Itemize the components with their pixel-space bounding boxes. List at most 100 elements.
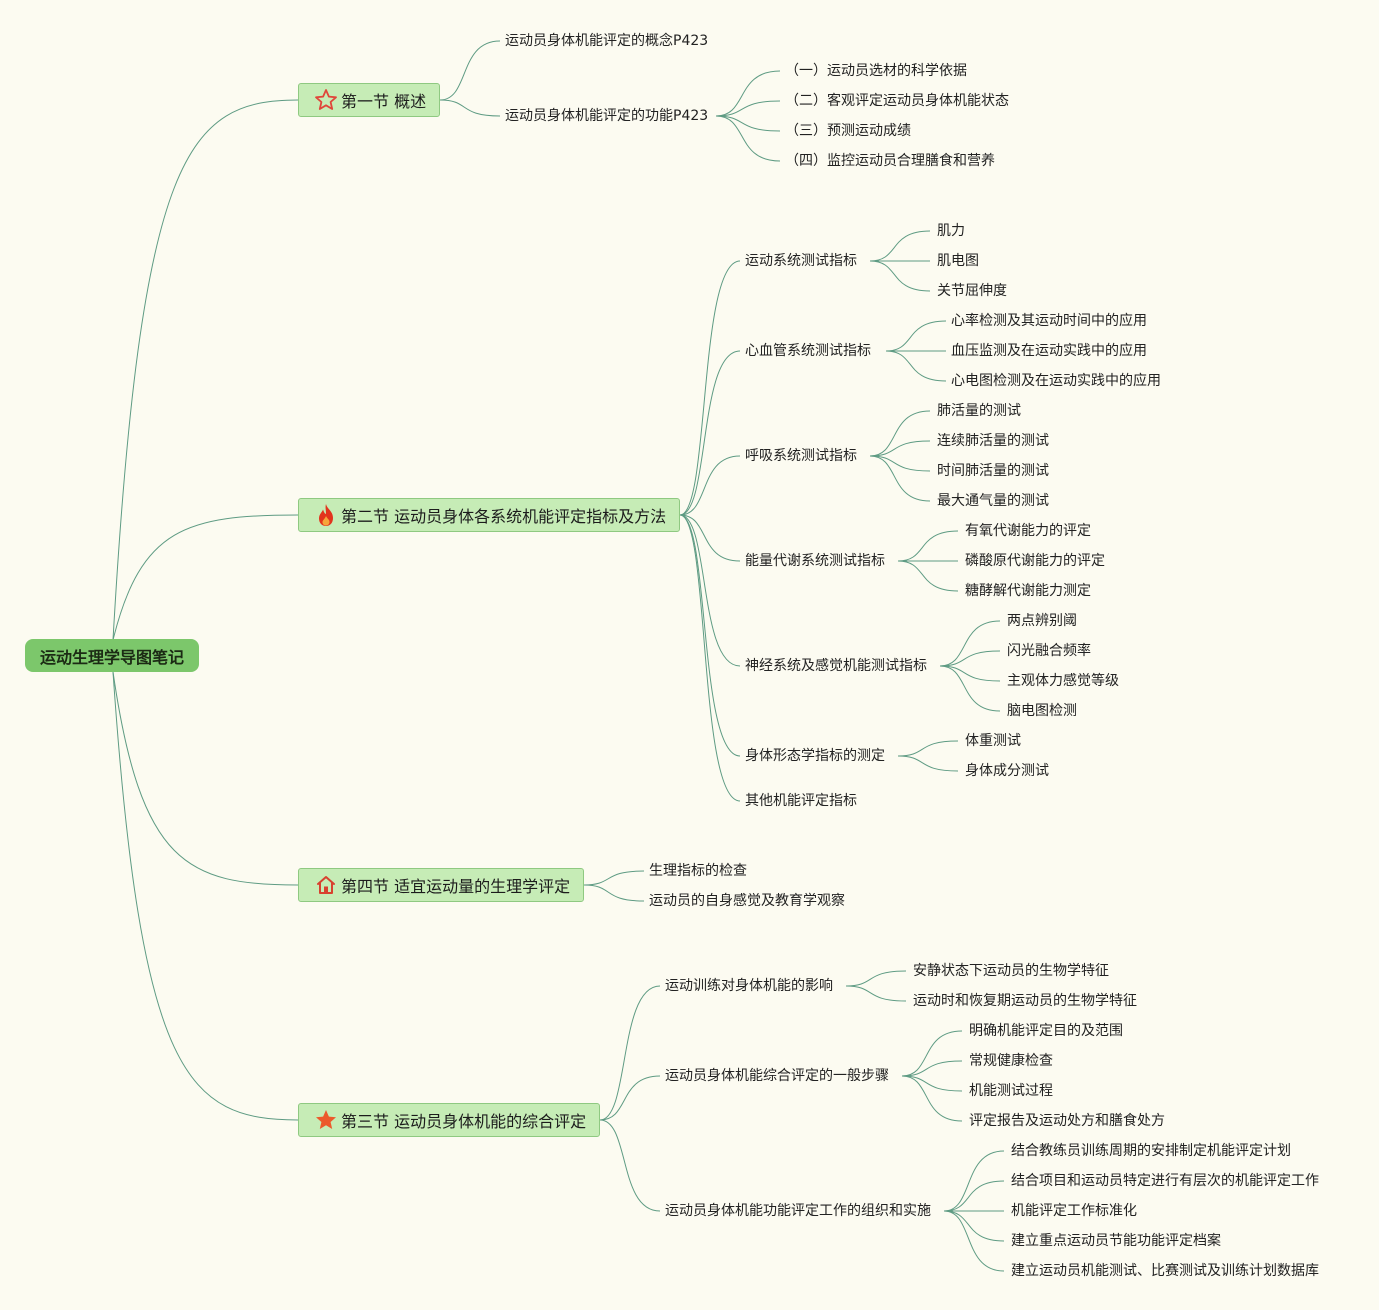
s1-function-item[interactable]: （四）监控运动员合理膳食和营养 — [785, 153, 995, 169]
s4-leaf[interactable]: 运动员的自身感觉及教育学观察 — [649, 893, 845, 909]
connector-line — [845, 985, 907, 1002]
s2-leaf[interactable]: 体重测试 — [965, 733, 1021, 749]
s3-group-label[interactable]: 运动员身体机能功能评定工作的组织和实施 — [665, 1203, 931, 1219]
connector-line — [897, 755, 959, 772]
connector-line — [885, 320, 947, 352]
section-4-title: 第四节 适宜运动量的生理学评定 — [341, 877, 571, 896]
s3-leaf[interactable]: 结合项目和运动员特定进行有层次的机能评定工作 — [1011, 1173, 1319, 1189]
connector-line — [943, 1150, 1005, 1212]
s2-group-label[interactable]: 其他机能评定指标 — [745, 793, 857, 809]
connector-line — [901, 1030, 963, 1077]
s3-leaf[interactable]: 常规健康检查 — [969, 1053, 1053, 1069]
s1-function-item[interactable]: （二）客观评定运动员身体机能状态 — [785, 93, 1009, 109]
connector-line — [869, 440, 931, 457]
connector-line — [439, 40, 501, 101]
connector-line — [112, 671, 299, 886]
s1-function-node[interactable]: 运动员身体机能评定的功能P423 — [505, 108, 709, 124]
s3-leaf[interactable]: 明确机能评定目的及范围 — [969, 1023, 1123, 1039]
connector-line — [679, 350, 741, 516]
s3-group-label[interactable]: 运动训练对身体机能的影响 — [665, 978, 833, 994]
s2-leaf[interactable]: 心率检测及其运动时间中的应用 — [951, 313, 1147, 329]
connector-line — [439, 99, 501, 117]
s2-group-label[interactable]: 身体形态学指标的测定 — [745, 748, 885, 764]
s3-leaf[interactable]: 建立重点运动员节能功能评定档案 — [1011, 1233, 1221, 1249]
s2-leaf[interactable]: 脑电图检测 — [1007, 703, 1077, 719]
s2-leaf[interactable]: 血压监测及在运动实践中的应用 — [951, 343, 1147, 359]
s2-leaf[interactable]: 连续肺活量的测试 — [937, 433, 1049, 449]
s2-group-label[interactable]: 心血管系统测试指标 — [745, 343, 871, 359]
s3-leaf[interactable]: 结合教练员训练周期的安排制定机能评定计划 — [1011, 1143, 1291, 1159]
s2-leaf[interactable]: 磷酸原代谢能力的评定 — [965, 553, 1105, 569]
connector-line — [679, 514, 741, 757]
s1-concept-node[interactable]: 运动员身体机能评定的概念P423 — [505, 33, 709, 49]
connector-line — [583, 884, 645, 902]
s2-group-label[interactable]: 神经系统及感觉机能测试指标 — [745, 658, 927, 674]
connector-line — [939, 665, 1001, 682]
connector-line — [679, 514, 741, 802]
s2-group-label[interactable]: 运动系统测试指标 — [745, 253, 857, 269]
connector-line — [715, 70, 781, 117]
section-3-node[interactable]: 第三节 运动员身体机能的综合评定 — [298, 1103, 600, 1137]
section-1-title: 第一节 概述 — [341, 92, 427, 111]
s2-leaf[interactable]: 身体成分测试 — [965, 763, 1049, 779]
s4-leaf[interactable]: 生理指标的检查 — [649, 863, 747, 879]
s2-group-label[interactable]: 呼吸系统测试指标 — [745, 448, 857, 464]
connector-line — [869, 260, 931, 292]
connector-line — [679, 455, 741, 516]
s2-leaf[interactable]: 肌力 — [937, 223, 965, 239]
s2-leaf[interactable]: 关节屈伸度 — [937, 283, 1007, 299]
connector-line — [939, 650, 1001, 667]
star-filled-icon — [313, 1107, 339, 1133]
connector-line — [869, 230, 931, 262]
connector-line — [869, 455, 931, 502]
connector-line — [897, 740, 959, 757]
s2-leaf[interactable]: 闪光融合频率 — [1007, 643, 1091, 659]
s2-leaf[interactable]: 主观体力感觉等级 — [1007, 673, 1119, 689]
fire-icon — [313, 502, 339, 528]
connector-line — [112, 514, 299, 641]
s2-leaf[interactable]: 糖酵解代谢能力测定 — [965, 583, 1091, 599]
s2-leaf[interactable]: 时间肺活量的测试 — [937, 463, 1049, 479]
connector-line — [715, 100, 781, 117]
s2-group-label[interactable]: 能量代谢系统测试指标 — [745, 553, 885, 569]
s3-leaf[interactable]: 安静状态下运动员的生物学特征 — [913, 963, 1109, 979]
section-2-node[interactable]: 第二节 运动员身体各系统机能评定指标及方法 — [298, 498, 680, 532]
connector-line — [939, 620, 1001, 667]
s1-function-item[interactable]: （三）预测运动成绩 — [785, 123, 911, 139]
connector-line — [897, 560, 959, 592]
connector-line — [679, 260, 741, 516]
connector-line — [599, 1119, 661, 1212]
home-icon — [313, 872, 339, 898]
section-2-title: 第二节 运动员身体各系统机能评定指标及方法 — [341, 507, 667, 526]
s3-leaf[interactable]: 运动时和恢复期运动员的生物学特征 — [913, 993, 1137, 1009]
s2-leaf[interactable]: 有氧代谢能力的评定 — [965, 523, 1091, 539]
s3-leaf[interactable]: 评定报告及运动处方和膳食处方 — [969, 1113, 1165, 1129]
section-4-node[interactable]: 第四节 适宜运动量的生理学评定 — [298, 868, 584, 902]
connector-line — [715, 115, 781, 132]
s1-function-item[interactable]: （一）运动员选材的科学依据 — [785, 63, 967, 79]
connector-line — [869, 455, 931, 472]
connector-line — [599, 1075, 661, 1121]
s2-leaf[interactable]: 肌电图 — [937, 253, 979, 269]
connector-line — [845, 970, 907, 987]
connector-line — [112, 99, 299, 641]
s3-leaf[interactable]: 机能评定工作标准化 — [1011, 1203, 1137, 1219]
s2-leaf[interactable]: 两点辨别阈 — [1007, 613, 1077, 629]
root-node[interactable]: 运动生理学导图笔记 — [25, 639, 199, 672]
s2-leaf[interactable]: 肺活量的测试 — [937, 403, 1021, 419]
connector-line — [939, 665, 1001, 712]
connector-line — [885, 350, 947, 382]
s2-leaf[interactable]: 最大通气量的测试 — [937, 493, 1049, 509]
s3-group-label[interactable]: 运动员身体机能综合评定的一般步骤 — [665, 1068, 889, 1084]
section-3-title: 第三节 运动员身体机能的综合评定 — [341, 1112, 587, 1131]
connector-line — [583, 870, 645, 886]
s2-leaf[interactable]: 心电图检测及在运动实践中的应用 — [951, 373, 1161, 389]
connector-line — [599, 985, 661, 1121]
section-1-node[interactable]: 第一节 概述 — [298, 83, 440, 117]
s3-leaf[interactable]: 机能测试过程 — [969, 1083, 1053, 1099]
s3-leaf[interactable]: 建立运动员机能测试、比赛测试及训练计划数据库 — [1011, 1263, 1319, 1279]
connector-line — [901, 1060, 963, 1077]
connector-line — [897, 530, 959, 562]
connector-line — [679, 514, 741, 562]
